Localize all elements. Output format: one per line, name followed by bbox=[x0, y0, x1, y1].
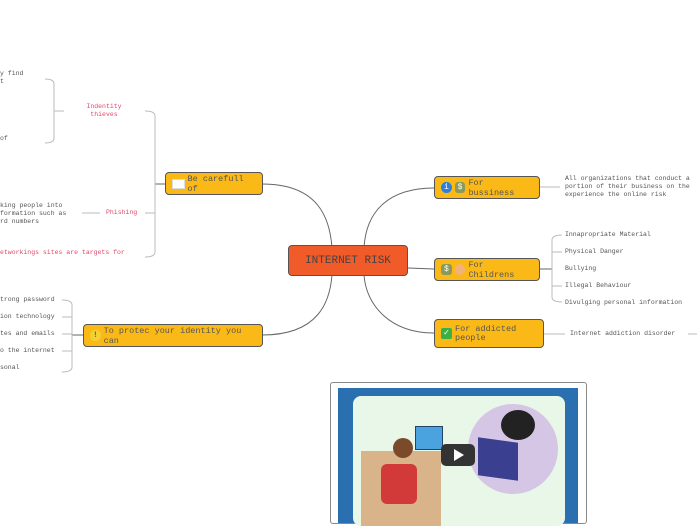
children-item-2[interactable]: Physical Danger bbox=[565, 248, 624, 255]
protect-child-2[interactable]: ion technology bbox=[0, 313, 55, 320]
warning-icon: ! bbox=[90, 330, 101, 341]
checkmark-icon: ✓ bbox=[441, 328, 452, 339]
identity-thieves-node[interactable]: Indentity thieves bbox=[86, 103, 122, 118]
children-item-4[interactable]: Illegal Behaviour bbox=[565, 282, 632, 289]
monitor-illustration bbox=[415, 426, 443, 450]
protect-identity-label: To protec your identity you can bbox=[103, 325, 242, 346]
protect-child-3[interactable]: tes and emails bbox=[0, 330, 55, 337]
identity-child-2[interactable]: t bbox=[0, 78, 4, 85]
business-label: For bussiness bbox=[468, 177, 515, 198]
laptop-illustration bbox=[478, 437, 518, 481]
be-careful-node[interactable]: Be carefull of bbox=[165, 172, 263, 195]
phishing-text-1: king people into bbox=[0, 202, 63, 209]
hacker-head bbox=[501, 410, 535, 440]
business-text-2: portion of their business on the bbox=[565, 183, 690, 190]
children-node[interactable]: $ For Childrens bbox=[434, 258, 540, 281]
children-item-3[interactable]: Bullying bbox=[565, 265, 597, 272]
business-text-3: experience the online risk bbox=[565, 191, 667, 198]
protect-identity-node[interactable]: ! To protec your identity you can bbox=[83, 324, 263, 347]
protect-child-5[interactable]: sonal bbox=[0, 364, 20, 371]
children-label: For Childrens bbox=[468, 259, 515, 280]
be-careful-label: Be carefull of bbox=[187, 173, 244, 194]
envelope-icon bbox=[172, 178, 185, 189]
play-icon bbox=[454, 449, 464, 461]
video-thumbnail[interactable] bbox=[330, 382, 587, 526]
addicted-node[interactable]: ✓ For addicted people bbox=[434, 319, 544, 348]
identity-child-1[interactable]: y find bbox=[0, 70, 24, 77]
person-illustration bbox=[393, 438, 413, 458]
chair-illustration bbox=[381, 464, 417, 504]
root-node[interactable]: INTERNET RISK bbox=[288, 245, 408, 276]
business-text-1: All organizations that conduct a bbox=[565, 175, 690, 182]
protect-child-4[interactable]: o the internet bbox=[0, 347, 55, 354]
phishing-node[interactable]: Phishing bbox=[106, 209, 138, 216]
identity-child-3[interactable]: of bbox=[0, 135, 8, 142]
child-face-icon bbox=[454, 264, 466, 275]
video-frame bbox=[338, 388, 578, 526]
social-networking-node[interactable]: etworkings sites are targets for bbox=[0, 249, 125, 256]
business-node[interactable]: i $ For bussiness bbox=[434, 176, 540, 199]
money-bag-icon: $ bbox=[441, 264, 452, 275]
addiction-disorder-node[interactable]: Internet addiction disorder bbox=[570, 330, 676, 337]
phishing-text-3: rd numbers bbox=[0, 218, 40, 225]
info-icon: i bbox=[441, 182, 452, 193]
money-bag-icon: $ bbox=[454, 182, 466, 193]
children-item-1[interactable]: Innapropriate Material bbox=[565, 231, 651, 238]
phishing-text-2: formation such as bbox=[0, 210, 67, 217]
children-item-5[interactable]: Divulging personal information bbox=[565, 299, 683, 306]
protect-child-1[interactable]: trong password bbox=[0, 296, 55, 303]
addicted-label: For addicted people bbox=[455, 323, 517, 343]
play-button[interactable] bbox=[441, 444, 475, 466]
